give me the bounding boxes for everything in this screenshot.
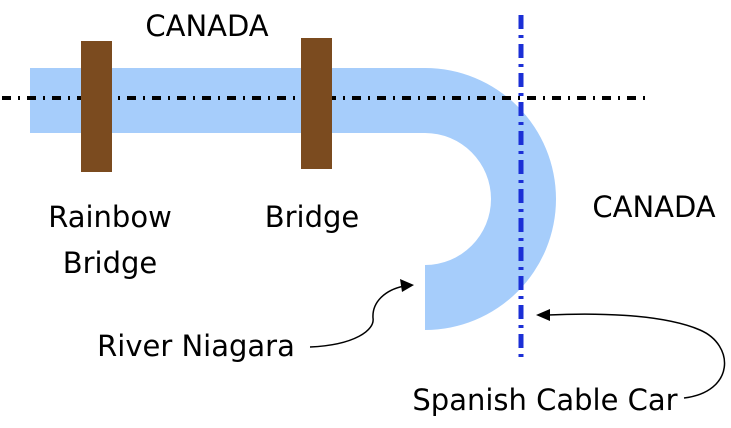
- canada-top-label: CANADA: [145, 9, 268, 43]
- cable-car-arrow-curve: [547, 313, 726, 399]
- rainbow-bridge-label-line1: Rainbow: [48, 200, 172, 234]
- cable-car-label: Spanish Cable Car: [412, 383, 677, 417]
- bridge-bar: [301, 38, 332, 169]
- rainbow-bridge-label-line2: Bridge: [63, 246, 158, 280]
- river-niagara-label: River Niagara: [97, 329, 295, 363]
- river-arrow-curve: [309, 285, 405, 348]
- bridge-label: Bridge: [265, 200, 360, 234]
- river-arrow-head: [400, 279, 414, 292]
- canada-right-label: CANADA: [592, 190, 715, 224]
- cable-car-arrow-head: [536, 309, 550, 321]
- rainbow-bridge-bar: [81, 41, 112, 172]
